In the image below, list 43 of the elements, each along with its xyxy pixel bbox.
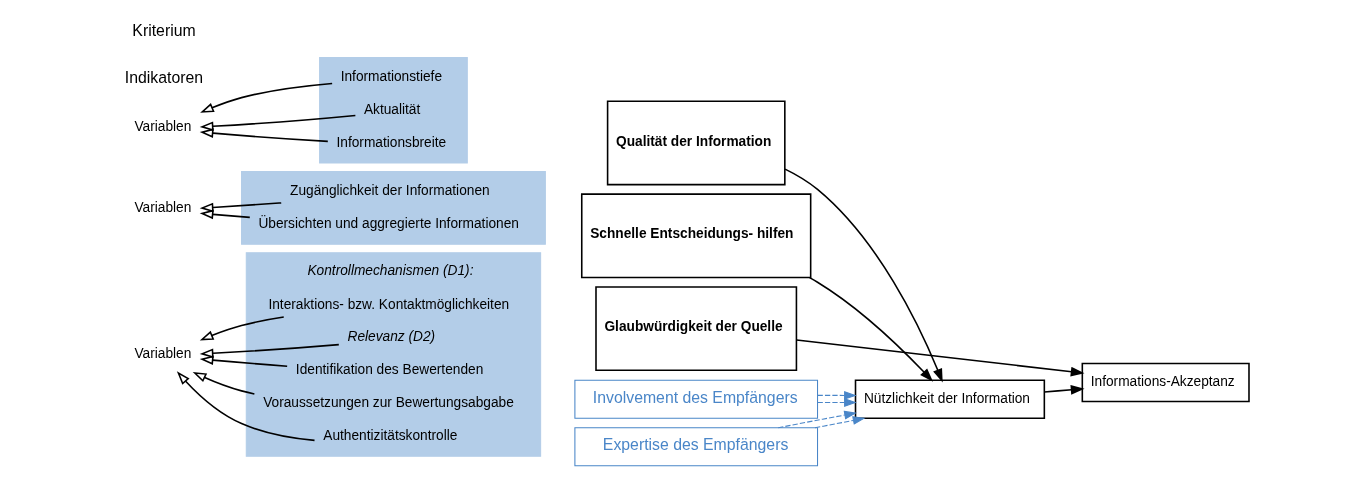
node-box: Involvement des Empfängers [574, 379, 819, 419]
arrow [808, 276, 934, 382]
node-text: Voraussetzungen zur Bewertungsabgabe [263, 394, 514, 410]
node-text: Aktualität [363, 101, 421, 117]
arrow [199, 201, 282, 212]
node-text: Informationstiefe [340, 68, 443, 84]
node-box: Informations-Akzeptanz [1081, 362, 1250, 402]
node-text: Zugänglichkeit der Informationen [290, 182, 490, 198]
arrow [817, 397, 857, 407]
arrow [777, 410, 857, 428]
node-box: Nützlichkeit der Information [854, 379, 1046, 419]
arrow [784, 167, 943, 382]
arrow [795, 338, 1085, 376]
node-text: Kontrollmechanismen (D1): [307, 262, 474, 278]
cluster [319, 56, 468, 164]
arrow [1043, 384, 1085, 395]
node-text: Relevanz (D2) [347, 328, 436, 344]
arrow [176, 370, 316, 441]
node-text: Authentizitätskontrolle [323, 427, 458, 443]
label: Kriterium [132, 21, 196, 39]
arrow [199, 209, 251, 219]
node-box: Qualität der Information [606, 100, 786, 185]
node-text: Übersichten und aggregierte Informationen [258, 215, 519, 231]
node-text: Informationsbreite [336, 134, 447, 150]
node-text: Interaktions- bzw. Kontaktmöglichkeiten [268, 296, 510, 312]
node-text: Variablen [134, 118, 192, 134]
label: Indikatoren [124, 68, 204, 86]
node-box: Glaubwürdigkeit der Quelle [595, 285, 798, 371]
arrow [199, 114, 357, 131]
arrow [199, 127, 329, 142]
cluster [245, 251, 542, 457]
node-text: Variablen [134, 199, 192, 215]
node-box: Schnelle Entscheidungs- hilfen [580, 192, 812, 278]
arrow [817, 390, 857, 400]
arrow [199, 343, 340, 358]
cluster [241, 170, 546, 245]
node-text: Identifikation des Bewertenden [295, 361, 484, 377]
node-text: Variablen [134, 345, 192, 361]
arrow [199, 354, 288, 367]
arrow [814, 415, 866, 428]
arrow [199, 315, 285, 340]
arrow [200, 82, 333, 113]
node-box: Expertise des Empfängers [574, 426, 819, 466]
